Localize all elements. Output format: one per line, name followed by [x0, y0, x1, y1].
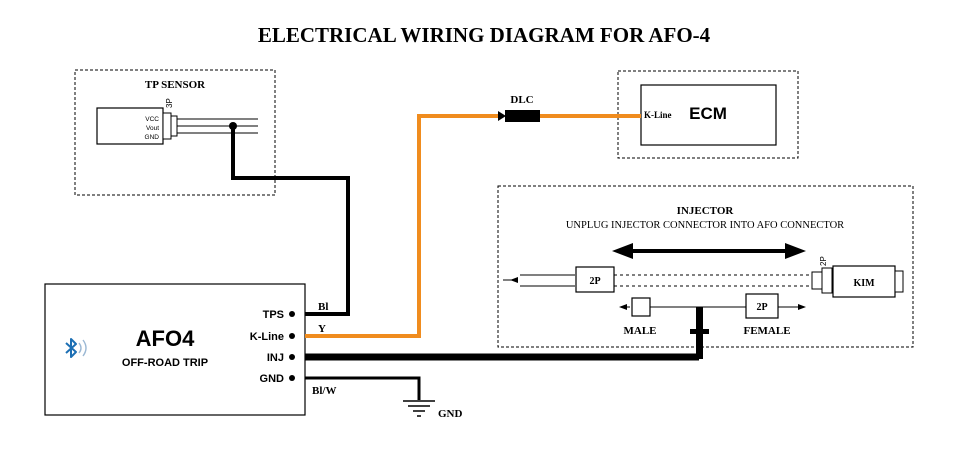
injector-frame: [497, 185, 914, 348]
wire-color-kline: Y: [318, 323, 326, 335]
dlc-connector: [498, 110, 540, 122]
afo-pin-dots: [289, 311, 295, 381]
ecm-box: [640, 84, 777, 146]
afo-pin-gnd: GND: [260, 373, 285, 385]
afo4-unit: [44, 283, 306, 416]
tps-splice-dot: [229, 122, 237, 130]
tp-pin-vcc: VCC: [145, 116, 159, 123]
tp-pin-vout: Vout: [146, 125, 159, 132]
male-connector: [631, 297, 651, 317]
female-plug-label: 2P: [756, 302, 767, 313]
wire-color-tps: Bl: [318, 301, 328, 313]
injector-plug-left: [575, 266, 615, 293]
kim-label: KIM: [853, 278, 875, 289]
ground-icon: [403, 400, 435, 417]
afo-pin-inj: INJ: [267, 352, 284, 364]
kline-wire: [305, 114, 500, 338]
tps-wire: [231, 126, 350, 316]
kim-pin-count: 2P: [819, 256, 828, 266]
tp-pin-count: 3P: [165, 98, 174, 108]
double-arrow: [612, 243, 806, 259]
gnd-label: GND: [438, 408, 463, 420]
injector-harness-left: [503, 274, 575, 287]
wire-color-gnd: Bl/W: [312, 385, 336, 397]
diagram-title: ELECTRICAL WIRING DIAGRAM FOR AFO-4: [258, 23, 711, 47]
bluetooth-icon: [65, 338, 87, 358]
dlc-label: DLC: [510, 94, 533, 106]
ecm-label: ECM: [689, 104, 727, 123]
ecm-kline-pin: K-Line: [644, 110, 672, 120]
female-connector: [745, 293, 779, 319]
tp-pin-gnd: GND: [145, 134, 160, 141]
kim-injector: 2P KIM: [811, 256, 904, 298]
afo-pin-tps: TPS: [263, 309, 284, 321]
afo4-name: AFO4: [136, 326, 195, 351]
afo-pin-kline: K-Line: [250, 331, 284, 343]
injector-title: INJECTOR: [677, 205, 735, 217]
gnd-wire: [305, 376, 421, 400]
tp-sensor-frame: [74, 69, 276, 196]
tp-sensor-harness: [177, 118, 258, 134]
injector-plug-left-label: 2P: [589, 276, 600, 287]
tp-sensor-label: TP SENSOR: [145, 79, 206, 91]
injector-instruction: UNPLUG INJECTOR CONNECTOR INTO AFO CONNE…: [566, 220, 844, 231]
afo-injector-branch: [619, 304, 806, 359]
afo4-subtitle: OFF-ROAD TRIP: [122, 357, 208, 369]
tp-sensor-component: VCC Vout GND 3P: [96, 98, 178, 145]
injector-dashed-link: [614, 274, 810, 287]
female-label: FEMALE: [743, 325, 790, 337]
male-label: MALE: [624, 325, 657, 337]
